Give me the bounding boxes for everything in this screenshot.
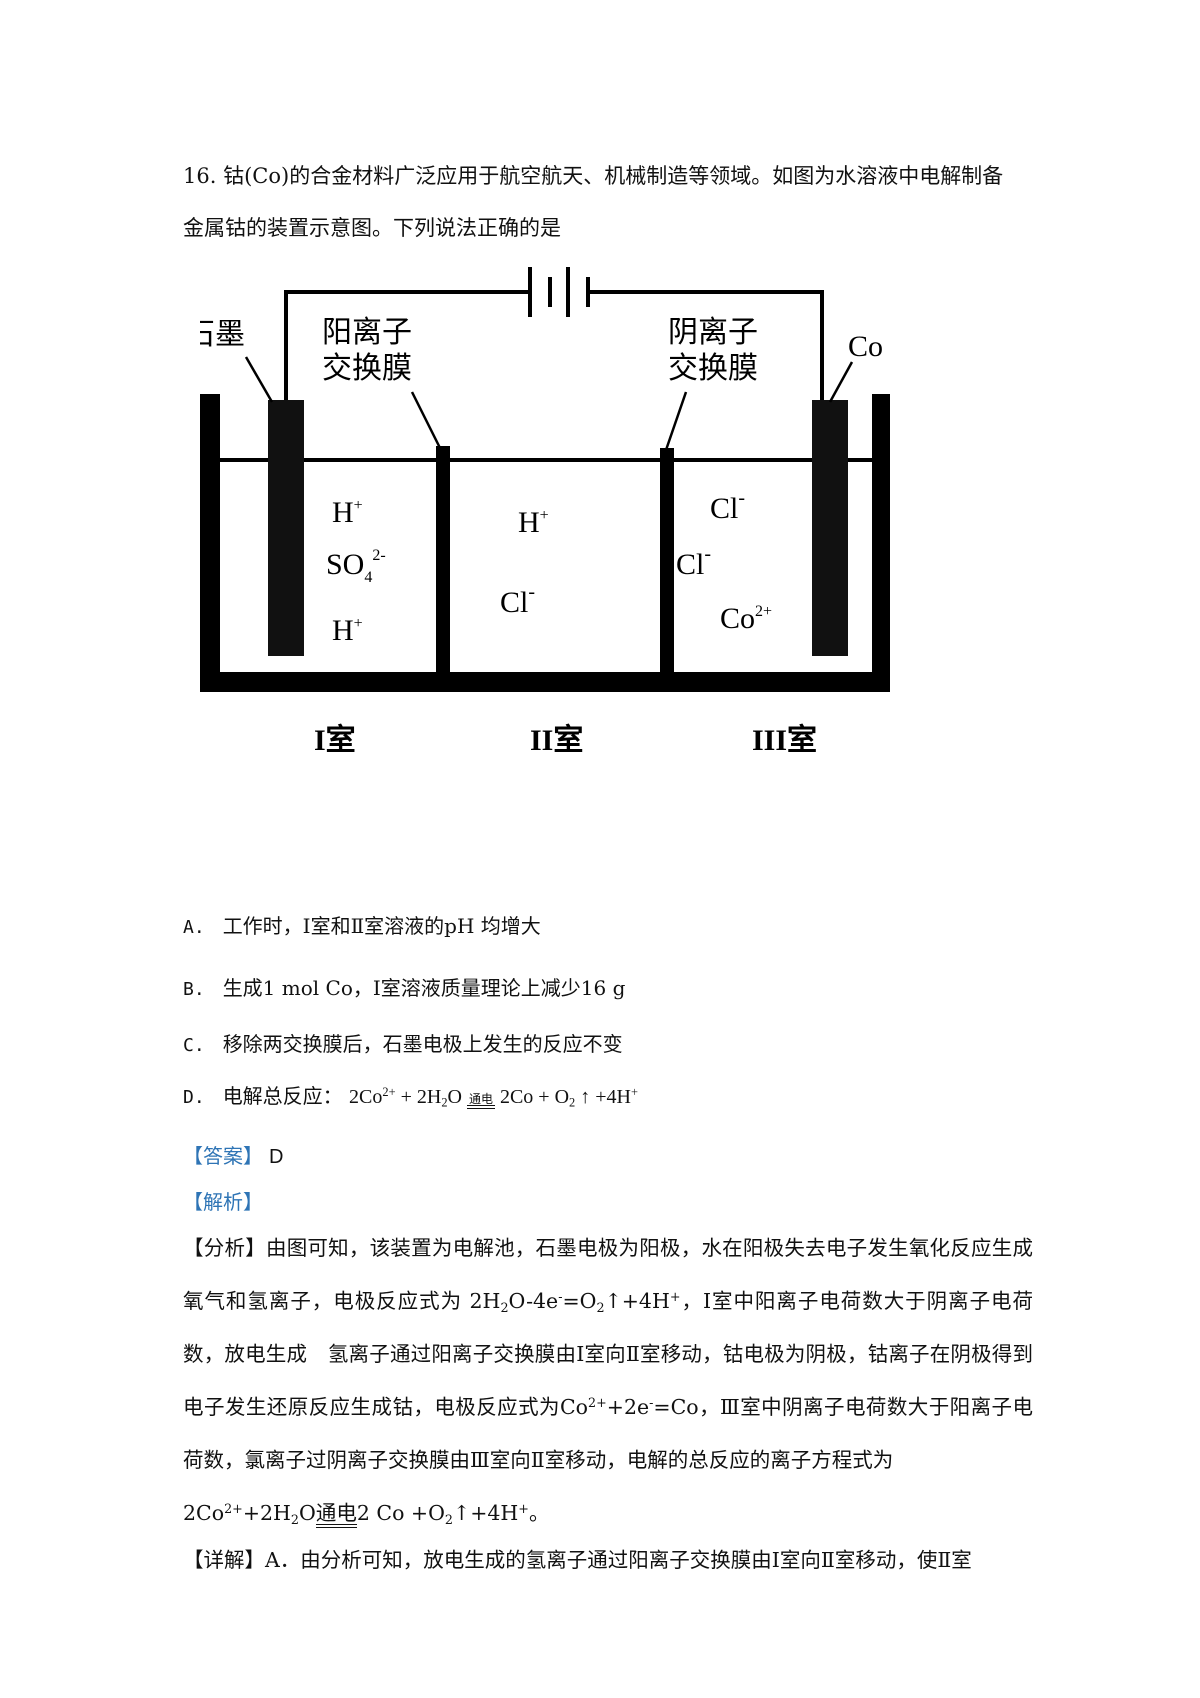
room1-ion-sulfate: SO42- <box>326 547 386 586</box>
option-a-text: 工作时，Ⅰ室和Ⅱ室溶液的pH 均增大 <box>222 914 541 938</box>
analysis-tag: 【解析】 <box>183 1190 263 1214</box>
cell-tank <box>200 394 890 692</box>
detail-lead: 【详解】 <box>183 1548 265 1572</box>
cation-membrane-pointer <box>410 391 442 449</box>
option-d-prefix: 电解总反应： <box>222 1084 343 1108</box>
circuit-wire <box>284 290 824 400</box>
option-c[interactable]: C. 移除两交换膜后，石墨电极上发生的反应不变 <box>183 1028 623 1057</box>
graphite-label: 石墨 <box>200 317 245 352</box>
anion-membrane-label-line1: 阴离子 <box>668 315 758 350</box>
question-number: 16. <box>183 164 217 188</box>
anion-exchange-membrane <box>660 448 674 672</box>
room1-ion-h-top: H+ <box>332 496 363 529</box>
anion-membrane-pointer <box>664 391 688 451</box>
option-b-text: 生成1 mol Co，Ⅰ室溶液质量理论上减少16 g <box>222 976 626 1000</box>
option-d[interactable]: D. 电解总反应： 2Co2+ + 2H2O 通电 2Co + O2 ↑ +4H+ <box>183 1080 638 1109</box>
graphite-electrode <box>268 400 304 656</box>
detail-text: A．由分析可知，放电生成的氢离子通过阳离子交换膜由Ⅰ室向Ⅱ室移动，使Ⅱ室 <box>265 1548 972 1572</box>
reaction-condition: 通电 <box>466 1093 495 1109</box>
battery-icon <box>528 267 590 317</box>
anion-membrane-label-line2: 交换膜 <box>668 351 758 386</box>
analysis-paragraph: 【分析】由图可知，该装置为电解池，石墨电极为阳极，水在阳极失去电子发生氧化反应生… <box>183 1236 1034 1528</box>
question-stem-line2: 金属钴的装置示意图。下列说法正确的是 <box>183 216 561 240</box>
cation-membrane-label-line2: 交换膜 <box>322 351 412 386</box>
option-c-letter: C. <box>183 1035 205 1056</box>
answer-tag: 【答案】 <box>183 1144 263 1168</box>
option-b[interactable]: B. 生成1 mol Co，Ⅰ室溶液质量理论上减少16 g <box>183 972 625 1001</box>
question-stem: 16. 钴(Co)的合金材料广泛应用于航空航天、机械制造等领域。如图为水溶液中电… <box>183 150 1043 254</box>
option-a[interactable]: A. 工作时，Ⅰ室和Ⅱ室溶液的pH 均增大 <box>183 910 541 939</box>
cation-exchange-membrane <box>436 446 450 672</box>
electrolysis-cell-diagram: 石墨 阳离子 交换膜 阴离子 交换膜 Co H+ SO42- H+ H+ Cl-… <box>200 267 890 757</box>
room3-label: III室 <box>752 723 817 757</box>
question-stem-line1: 钴(Co)的合金材料广泛应用于航空航天、机械制造等领域。如图为水溶液中电解制备 <box>223 164 1004 188</box>
option-b-letter: B. <box>183 979 205 1000</box>
room1-label: I室 <box>314 723 356 757</box>
room1-ion-h-bottom: H+ <box>332 614 363 647</box>
room2-ion-h: H+ <box>518 506 549 539</box>
cobalt-electrode <box>812 400 848 656</box>
option-c-text: 移除两交换膜后，石墨电极上发生的反应不变 <box>222 1032 623 1056</box>
analysis-lead: 【分析】 <box>183 1236 266 1260</box>
answer-value: D <box>269 1146 284 1168</box>
room2-label: II室 <box>530 723 583 757</box>
cation-membrane-label-line1: 阳离子 <box>322 315 412 350</box>
option-d-letter: D. <box>183 1087 205 1108</box>
analysis-reaction-condition: 通电 <box>315 1502 357 1528</box>
detail-paragraph: 【详解】A．由分析可知，放电生成的氢离子通过阳离子交换膜由Ⅰ室向Ⅱ室移动，使Ⅱ室 <box>183 1534 1033 1587</box>
cobalt-label-pointer <box>828 361 854 403</box>
graphite-label-pointer <box>244 356 274 403</box>
room3-ion-co: Co2+ <box>720 602 772 635</box>
option-a-letter: A. <box>183 917 205 938</box>
option-d-equation: 2Co2+ + 2H2O 通电 2Co + O2 ↑ +4H+ <box>349 1085 638 1110</box>
cobalt-label: Co <box>848 330 883 363</box>
room3-ion-cl-mid: Cl- <box>676 543 711 581</box>
answer-line: 【答案】 D <box>183 1140 283 1169</box>
room2-ion-cl: Cl- <box>500 581 535 619</box>
room3-ion-cl-top: Cl- <box>710 487 745 525</box>
